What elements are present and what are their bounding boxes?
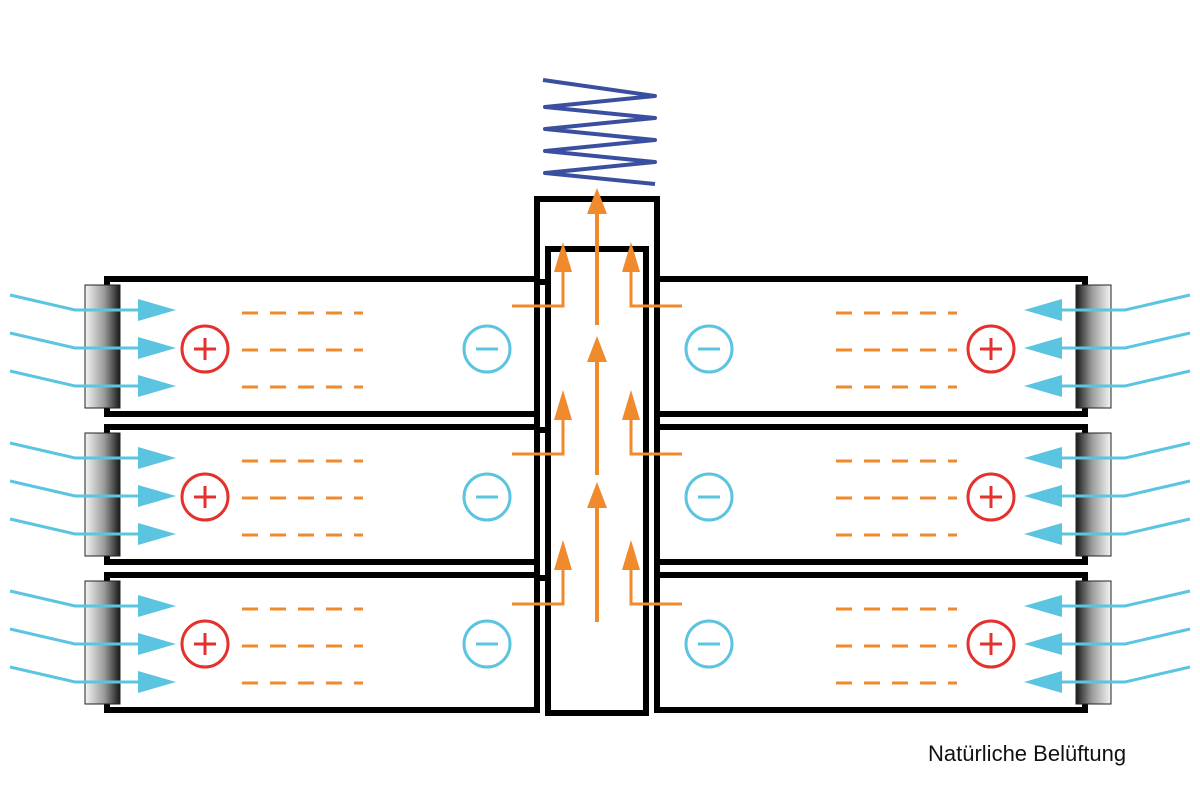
fresh-air-arrow-icon xyxy=(1024,671,1062,693)
fresh-air-arrow-icon xyxy=(138,337,176,359)
fresh-air-arrow-icon xyxy=(1024,337,1062,359)
inflow-right-path xyxy=(629,416,682,456)
pressure-symbols xyxy=(180,324,1016,669)
fresh-air-line-right xyxy=(1055,589,1191,608)
updraft-arrow-icon xyxy=(587,482,607,508)
fresh-air-line-right xyxy=(1055,665,1191,684)
fresh-air-arrow-icon xyxy=(1024,485,1062,507)
fresh-air-line-right xyxy=(1055,331,1191,350)
fresh-air-arrow-icon xyxy=(1024,447,1062,469)
fresh-air-arrow-icon xyxy=(1024,375,1062,397)
fresh-air-arrow-icon xyxy=(138,633,176,655)
inflow-right-arrow-icon xyxy=(622,242,640,272)
fresh-air-line-left xyxy=(9,441,145,460)
diagram-caption: Natürliche Belüftung xyxy=(928,741,1127,766)
fresh-air-line-left xyxy=(9,331,145,350)
inflow-left-path xyxy=(512,268,565,308)
inflow-left-path xyxy=(512,566,565,606)
inflow-left-path xyxy=(512,416,565,456)
exhaust-zigzag-icon xyxy=(542,78,657,186)
updraft-arrow-icon xyxy=(587,188,607,214)
fresh-air-line-left xyxy=(9,627,145,646)
inflow-left-arrow-icon xyxy=(554,540,572,570)
fresh-air-line-right xyxy=(1055,293,1191,312)
fresh-air-arrow-icon xyxy=(138,595,176,617)
inflow-left-arrow-icon xyxy=(554,390,572,420)
fresh-air-line-left xyxy=(9,665,145,684)
fresh-air-arrow-icon xyxy=(138,299,176,321)
updraft-arrow-icon xyxy=(587,336,607,362)
fresh-air-arrow-icon xyxy=(1024,595,1062,617)
fresh-air-line-left xyxy=(9,479,145,498)
fresh-air-line-right xyxy=(1055,369,1191,388)
fresh-air-arrow-icon xyxy=(1024,523,1062,545)
fresh-air-arrow-icon xyxy=(138,523,176,545)
air-flows xyxy=(9,188,1191,693)
inflow-right-arrow-icon xyxy=(622,390,640,420)
fresh-air-arrow-icon xyxy=(1024,633,1062,655)
fresh-air-line-right xyxy=(1055,479,1191,498)
inflow-left-arrow-icon xyxy=(554,242,572,272)
inflow-right-path xyxy=(629,566,682,606)
fresh-air-line-left xyxy=(9,589,145,608)
fresh-air-line-left xyxy=(9,293,145,312)
fresh-air-arrow-icon xyxy=(138,485,176,507)
inflow-right-path xyxy=(629,268,682,308)
inflow-right-arrow-icon xyxy=(622,540,640,570)
fresh-air-arrow-icon xyxy=(138,447,176,469)
fresh-air-line-right xyxy=(1055,627,1191,646)
fresh-air-arrow-icon xyxy=(138,671,176,693)
fresh-air-line-right xyxy=(1055,441,1191,460)
fresh-air-line-left xyxy=(9,369,145,388)
fresh-air-arrow-icon xyxy=(1024,299,1062,321)
fresh-air-line-left xyxy=(9,517,145,536)
fresh-air-line-right xyxy=(1055,517,1191,536)
fresh-air-arrow-icon xyxy=(138,375,176,397)
